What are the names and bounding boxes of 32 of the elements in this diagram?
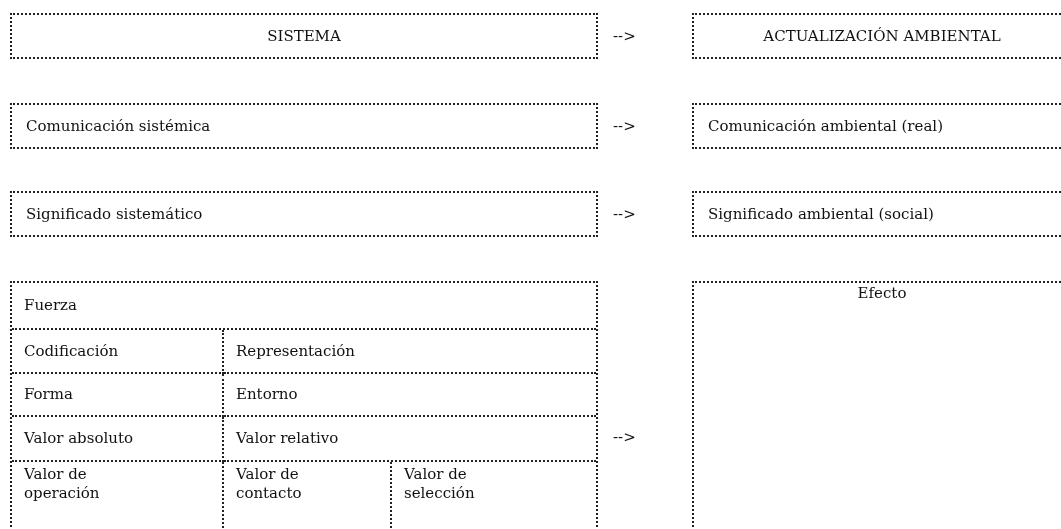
table-cell [12,417,224,462]
box-label: Significado sistemático [26,204,203,224]
box-label: Forma [24,385,73,404]
box-label: Entorno [236,385,298,404]
box-label: Codificación [24,341,119,361]
box-label: ACTUALIZACIÓN AMBIENTAL [763,26,1001,46]
arrow-text: --> [613,205,636,223]
dotted-box [10,13,598,59]
box-label: Valor de selección [404,465,476,503]
dotted-box [692,103,1061,149]
arrow-text: --> [613,117,636,135]
table-frame [10,281,598,529]
arrow-text: --> [613,27,636,45]
dotted-box [10,191,598,237]
table-cell [12,374,224,417]
box-label: SISTEMA [267,26,341,46]
box-label: Significado ambiental (social) [708,204,934,224]
box-label: Valor de operación [24,465,101,503]
box-label: Valor relativo [236,429,339,448]
table-cell [12,330,224,374]
box-label: Representación [236,341,355,361]
dotted-box [10,103,598,149]
box-label: Valor de contacto [236,465,303,503]
box-label: Comunicación ambiental (real) [708,116,943,136]
box-label: Valor absoluto [24,429,133,448]
dotted-box [692,13,1061,59]
dotted-box [692,191,1061,237]
dotted-box [692,281,1061,529]
box-label: Fuerza [24,296,77,315]
arrow-text: --> [613,428,636,446]
box-label: Comunicación sistémica [26,116,211,136]
box-label: Efecto [857,284,907,303]
